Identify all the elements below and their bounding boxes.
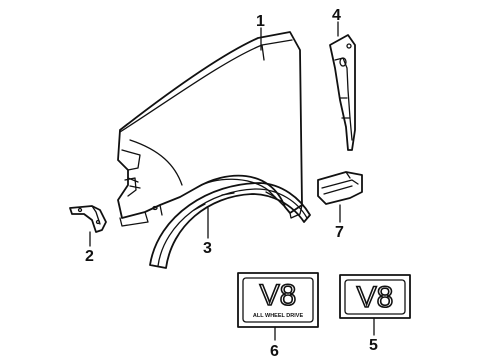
leader-lines [89, 21, 375, 341]
callout-3: 3 [203, 240, 212, 257]
callout-2: 2 [85, 248, 94, 265]
molding-part-7 [317, 171, 363, 205]
bracket-part-2 [69, 205, 107, 233]
badge-6-main-text: V8 [260, 279, 297, 312]
callout-4: 4 [332, 7, 341, 24]
callout-6: 6 [270, 343, 279, 360]
fender-part-1 [117, 31, 303, 227]
badge-5-main-text: V8 [357, 281, 394, 314]
wheel-flare-part-3 [149, 182, 311, 269]
callout-5: 5 [369, 337, 378, 354]
callout-labels: 1 4 2 3 7 6 5 [85, 7, 378, 360]
callout-1: 1 [256, 13, 265, 30]
badge-6-sub-text: ALL WHEEL DRIVE [253, 313, 304, 319]
badge-part-6: V8 ALL WHEEL DRIVE [237, 272, 319, 328]
liner-part-4 [329, 34, 356, 151]
callout-7: 7 [335, 224, 344, 241]
badge-part-5: V8 [339, 274, 411, 319]
